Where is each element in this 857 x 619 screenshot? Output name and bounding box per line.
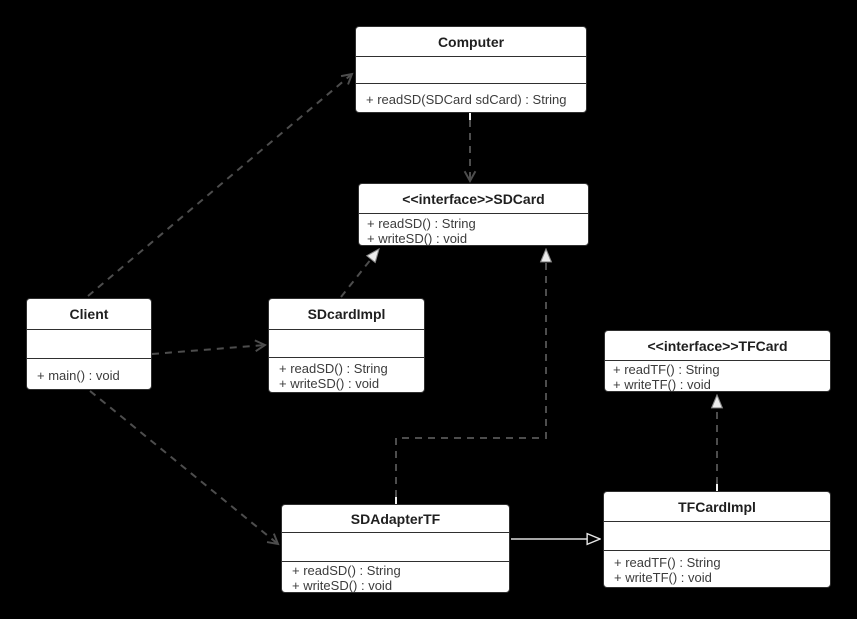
- attributes-compartment: [604, 521, 830, 550]
- method-entry: + writeSD() : void: [279, 376, 380, 391]
- realization-sdadaptertf-sdcard: [395, 249, 546, 497]
- methods-compartment: + readTF() : String + writeTF() : void: [604, 550, 830, 587]
- class-client: Client + main() : void: [26, 298, 152, 390]
- interface-sdcard: <<interface>>SDCard + readSD() : String …: [358, 183, 589, 246]
- methods-compartment: + main() : void: [27, 358, 151, 389]
- method-entry: + writeTF() : void: [614, 570, 712, 585]
- method-entry: + readTF() : String: [613, 362, 720, 377]
- attributes-compartment: [27, 329, 151, 358]
- class-sdcardimpl: SDcardImpl + readSD() : String + writeSD…: [268, 298, 425, 393]
- dependency-client-sdadaptertf: [89, 390, 280, 546]
- method-entry: + main() : void: [37, 367, 120, 383]
- methods-compartment: + readSD() : String + writeSD() : void: [282, 561, 509, 592]
- attributes-compartment: [282, 532, 509, 561]
- methods-compartment: + readSD() : String + writeSD() : void: [359, 213, 588, 245]
- class-title: Computer: [437, 33, 505, 50]
- realization-sdcardimpl-sdcard: [340, 249, 379, 298]
- method-entry: + readSD() : String: [279, 361, 388, 376]
- method-entry: + writeSD() : void: [367, 230, 468, 246]
- class-computer: Computer + readSD(SDCard sdCard) : Strin…: [355, 26, 587, 113]
- class-title: <<interface>>SDCard: [402, 190, 545, 207]
- method-entry: + readSD() : String: [292, 563, 401, 578]
- methods-compartment: + readTF() : String + writeTF() : void: [605, 360, 830, 391]
- methods-compartment: + readSD(SDCard sdCard) : String: [356, 83, 586, 112]
- class-tfcardimpl: TFCardImpl + readTF() : String + writeTF…: [603, 491, 831, 588]
- class-sdadaptertf: SDAdapterTF + readSD() : String + writeS…: [281, 504, 510, 593]
- attributes-compartment: [356, 56, 586, 83]
- methods-compartment: + readSD() : String + writeSD() : void: [269, 357, 424, 392]
- class-title: SDAdapterTF: [350, 510, 441, 527]
- interface-tfcard: <<interface>>TFCard + readTF() : String …: [604, 330, 831, 392]
- method-entry: + writeTF() : void: [613, 377, 711, 391]
- class-title: SDcardImpl: [307, 306, 386, 322]
- class-title: Client: [69, 306, 109, 322]
- method-entry: + writeSD() : void: [292, 578, 393, 592]
- dependency-client-computer: [87, 72, 354, 297]
- dependency-client-sdcardimpl: [151, 339, 268, 355]
- method-entry: + readSD() : String: [367, 215, 476, 231]
- method-entry: + readSD(SDCard sdCard) : String: [366, 91, 567, 107]
- attributes-compartment: [269, 329, 424, 357]
- method-entry: + readTF() : String: [614, 555, 721, 570]
- class-title: TFCardImpl: [678, 498, 756, 515]
- class-title: <<interface>>TFCard: [647, 337, 788, 354]
